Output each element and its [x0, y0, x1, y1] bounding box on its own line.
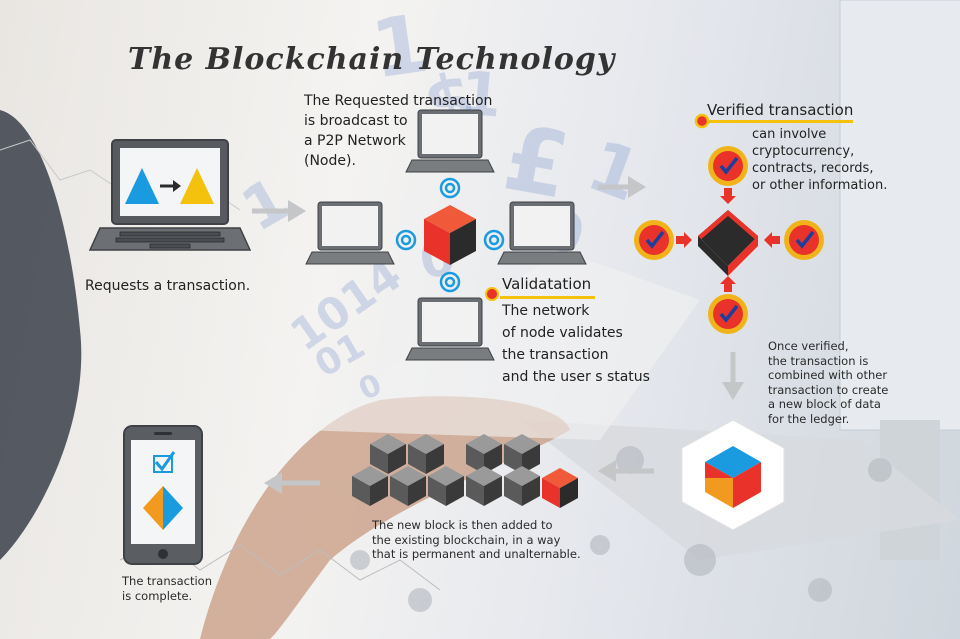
arrow-left-icon [264, 472, 320, 494]
page-title: The Blockchain Technology [128, 42, 616, 77]
node-laptop-icon [497, 201, 587, 265]
validation-line: of node validates [502, 325, 623, 341]
verified-line: cryptocurrency, [752, 144, 855, 159]
transaction-triangle-yellow-icon [180, 168, 214, 204]
validation-line: the transaction [502, 347, 609, 363]
verified-line: can involve [752, 127, 827, 142]
verified-text: can involve cryptocurrency, contracts, r… [752, 126, 887, 194]
background-tablet [300, 250, 700, 440]
arrow-right-icon [598, 176, 646, 198]
checkmark-badge-icon [708, 294, 748, 334]
node-laptop-icon [405, 297, 495, 361]
combined-line: Once verified, [768, 339, 849, 353]
combined-text: Once verified, the transaction is combin… [768, 339, 888, 426]
complete-text: The transaction is complete. [122, 574, 212, 603]
checkmark-badge-icon [634, 220, 674, 260]
node-laptop-icon [305, 201, 395, 265]
added-line: that is permanent and unalternable. [372, 547, 581, 561]
checkmark-badge-icon [784, 220, 824, 260]
verification-diagram [634, 146, 824, 334]
combined-line: the transaction is [768, 353, 869, 368]
complete-line: is complete. [122, 588, 193, 603]
combined-line: a new block of data [768, 397, 881, 411]
validation-heading: Validatation [502, 275, 592, 293]
broadcast-line: (Node). [304, 153, 356, 169]
checkbox-icon [153, 451, 176, 473]
new-block-hexagon [681, 419, 785, 531]
background-monitor [839, 0, 960, 431]
checkmark-badge-icon [708, 146, 748, 186]
verified-line: or other information. [752, 178, 888, 193]
cube-icon [424, 205, 476, 265]
node-laptop-icon [405, 109, 495, 173]
verified-heading: Verified transaction [707, 101, 854, 119]
background-arm [0, 110, 82, 560]
request-label: Requests a transaction. [85, 278, 251, 294]
transaction-complete-icon [143, 486, 183, 530]
added-text: The new block is then added to the exist… [372, 518, 581, 562]
broadcast-line: The Requested transaction [304, 93, 493, 109]
added-line: The new block is then added to [372, 518, 553, 532]
validation-line: and the user s status [502, 369, 650, 385]
transaction-triangle-blue-icon [125, 168, 159, 204]
cube-icon [698, 210, 758, 276]
validation-line: The network [502, 303, 590, 319]
verified-heading-underline [708, 120, 853, 123]
cube-icon [705, 446, 761, 508]
broadcast-line: a P2P Network [304, 133, 406, 149]
arrow-left-icon [598, 460, 654, 482]
combined-line: transaction to create [768, 382, 889, 397]
requester-laptop-icon [88, 139, 252, 251]
blockchain-cubes-icon [352, 434, 578, 508]
combined-line: for the ledger. [768, 411, 850, 426]
smartphone-icon [123, 425, 203, 565]
validation-text: The network of node validates the transa… [502, 300, 650, 388]
complete-line: The transaction [122, 574, 213, 588]
bullet-icon [485, 287, 499, 301]
new-block-icon [542, 468, 578, 508]
arrow-down-icon [722, 352, 744, 400]
red-arrow-icon [676, 188, 780, 292]
combined-line: combined with other [768, 368, 888, 382]
connection-ring-icon [395, 177, 505, 293]
broadcast-text: The Requested transaction is broadcast t… [304, 91, 492, 171]
validation-heading-underline [500, 296, 595, 299]
verified-line: contracts, records, [752, 161, 874, 176]
p2p-network-diagram [305, 109, 587, 361]
arrow-right-icon [252, 200, 306, 222]
broadcast-line: is broadcast to [304, 113, 408, 129]
added-line: the existing blockchain, in a way [372, 532, 561, 547]
